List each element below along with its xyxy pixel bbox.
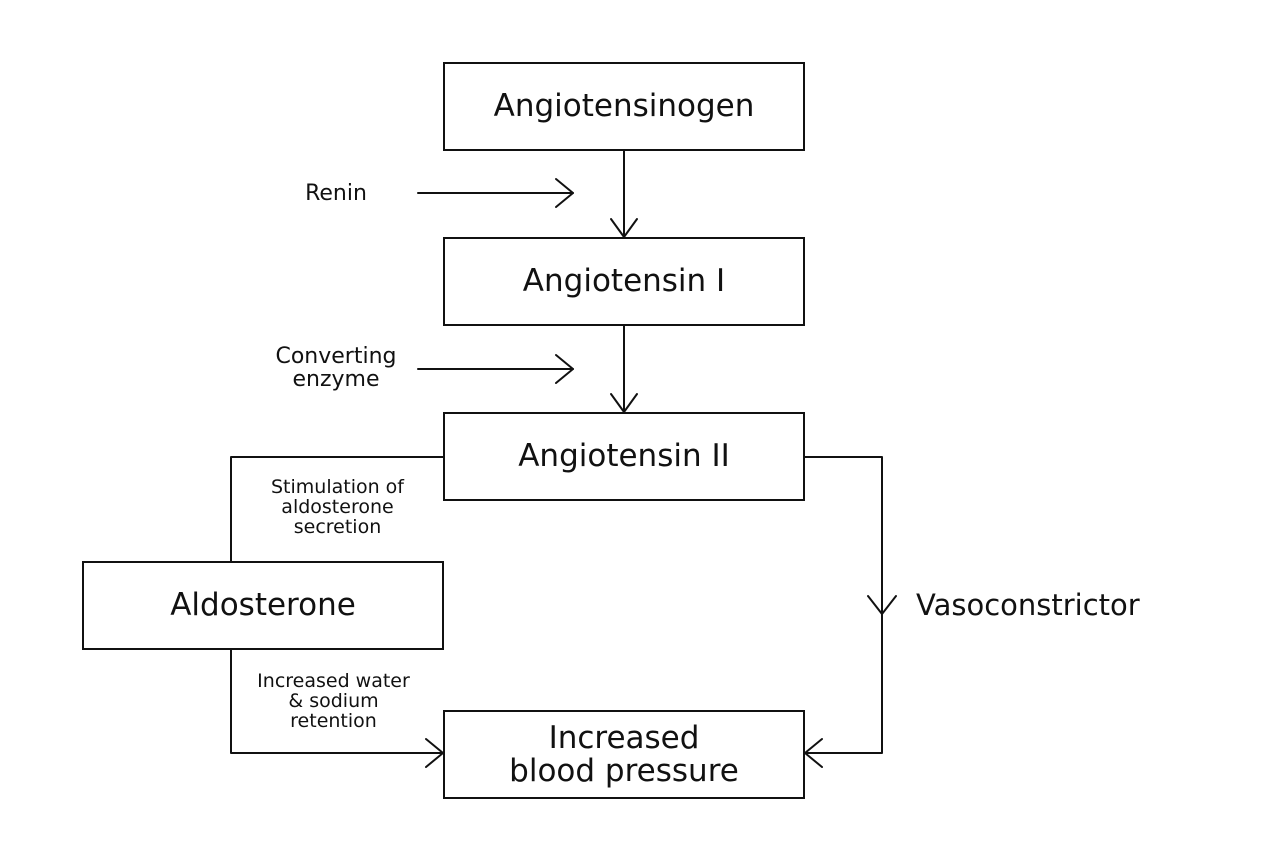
angiotensinogen-label: Angiotensinogen — [493, 88, 755, 125]
water-sodium-label: Increased water & sodium retention — [257, 670, 410, 732]
angiotensinogen-box: Angiotensinogen — [443, 62, 805, 151]
aldosterone-box: Aldosterone — [82, 561, 444, 650]
arrow-a1-to-a2 — [610, 325, 638, 413]
arrow-converting-enzyme — [417, 354, 574, 384]
arrow-a2-to-bp — [804, 456, 897, 768]
arrow-agen-to-a1 — [610, 150, 638, 238]
angiotensin-1-label: Angiotensin I — [522, 263, 726, 300]
aldosterone-label: Aldosterone — [170, 587, 356, 624]
renin-label: Renin — [305, 181, 367, 206]
angiotensin-2-box: Angiotensin II — [443, 412, 805, 501]
stimulation-label: Stimulation of aldosterone secretion — [270, 476, 404, 538]
blood-pressure-box: Increased blood pressure — [443, 710, 805, 799]
line-a2-to-aldosterone — [230, 456, 444, 562]
arrow-renin — [417, 178, 574, 208]
angiotensin-2-label: Angiotensin II — [518, 438, 730, 475]
vasoconstrictor-label: Vasoconstrictor — [916, 588, 1140, 622]
converting-enzyme-label: Converting enzyme — [275, 344, 397, 393]
blood-pressure-label: Increased blood pressure — [509, 719, 739, 789]
angiotensin-1-box: Angiotensin I — [443, 237, 805, 326]
